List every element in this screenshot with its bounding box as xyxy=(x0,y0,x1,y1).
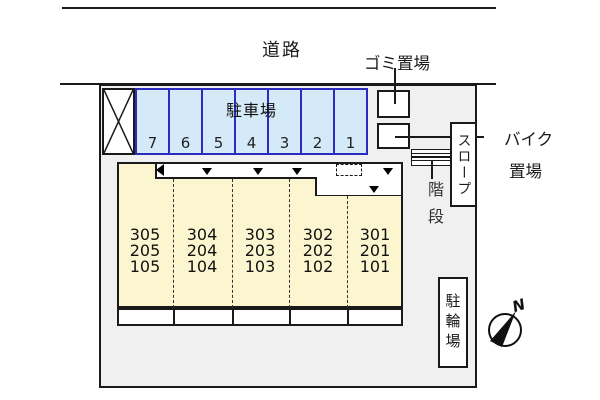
bike-label-line1: バイク xyxy=(503,130,554,149)
unit-number-column: 303 203 103 xyxy=(231,227,289,275)
parking-stall: 5 xyxy=(201,90,234,153)
unit-number-column: 301 201 101 xyxy=(346,227,404,275)
stall-number: 5 xyxy=(213,134,224,152)
balcony-divider xyxy=(289,310,291,324)
unit-separator xyxy=(173,179,174,308)
parking-stall: 1 xyxy=(333,90,366,153)
unit-number-column: 302 202 102 xyxy=(289,227,347,275)
stall-number: 2 xyxy=(312,134,323,152)
unit-number-column: 305 205 105 xyxy=(116,227,174,275)
balcony-divider xyxy=(347,310,349,324)
unit-number: 101 xyxy=(359,257,391,276)
crossed-area-box xyxy=(102,88,135,155)
corridor-left-edge xyxy=(155,164,157,177)
bicycle-parking-label: 駐輪場 xyxy=(443,292,462,353)
road-label: 道路 xyxy=(262,40,302,61)
bike-area-label: バイク 置場 xyxy=(483,116,553,196)
unit-number: 202 xyxy=(302,241,334,260)
stairs-label: 階段 xyxy=(425,181,444,235)
parking-stall: 6 xyxy=(168,90,201,153)
door-arrow-icon xyxy=(253,168,263,175)
stall-number: 1 xyxy=(345,134,356,152)
corridor-bottom-edge xyxy=(155,177,315,179)
parking-stall: 7 xyxy=(137,90,168,153)
corridor-upper xyxy=(155,164,401,177)
door-arrow-icon xyxy=(202,168,212,175)
unit-number: 203 xyxy=(244,241,276,260)
unit-number: 105 xyxy=(129,257,161,276)
unit-number: 205 xyxy=(129,241,161,260)
garbage-area-label: ゴミ置場 xyxy=(364,54,430,73)
parking-lot: 7 6 5 4 3 2 1 xyxy=(135,88,368,155)
bicycle-parking-box: 駐輪場 xyxy=(438,277,468,368)
stall-number: 7 xyxy=(147,134,158,152)
balcony-row xyxy=(117,308,403,326)
stairs-leader-line xyxy=(431,161,433,179)
corridor-lower-right xyxy=(315,177,401,195)
stair-step-line xyxy=(412,152,450,154)
unit-number: 303 xyxy=(244,225,276,244)
stall-number: 4 xyxy=(246,134,257,152)
entrance-dashed-box xyxy=(336,164,362,176)
bike-label-line2: 置場 xyxy=(508,162,542,181)
stall-number: 3 xyxy=(279,134,290,152)
slope-label: スロープ xyxy=(455,132,472,197)
stairs-box xyxy=(411,149,451,166)
unit-number: 301 xyxy=(359,225,391,244)
compass: N xyxy=(488,295,528,347)
road-upper-edge-line xyxy=(62,7,496,9)
stair-step-line xyxy=(412,159,450,161)
unit-number: 302 xyxy=(302,225,334,244)
garbage-leader-line xyxy=(394,68,396,104)
slope-box: スロープ xyxy=(450,122,477,207)
unit-separator xyxy=(347,196,348,308)
parking-lot-label: 駐車場 xyxy=(225,101,277,120)
unit-number: 201 xyxy=(359,241,391,260)
door-arrow-icon xyxy=(292,168,302,175)
unit-number: 204 xyxy=(186,241,218,260)
unit-number-column: 304 204 104 xyxy=(173,227,231,275)
stair-step-line xyxy=(412,156,450,158)
parking-stall: 4 xyxy=(234,90,267,153)
parking-stall: 3 xyxy=(267,90,300,153)
corridor-right-bottom-edge xyxy=(315,194,401,196)
unit-separator xyxy=(232,179,233,308)
unit-number: 102 xyxy=(302,257,334,276)
compass-needle-icon xyxy=(490,311,516,347)
balcony-divider xyxy=(232,310,234,324)
compass-north-label: N xyxy=(510,295,528,316)
corridor-arrow-left-icon xyxy=(156,164,164,176)
stall-number: 6 xyxy=(180,134,191,152)
door-arrow-icon xyxy=(369,186,379,193)
corridor-step-edge xyxy=(315,177,317,196)
door-arrow-icon xyxy=(383,168,393,175)
unit-separator xyxy=(289,179,290,308)
unit-number: 103 xyxy=(244,257,276,276)
garbage-area-box xyxy=(377,90,410,118)
unit-number: 305 xyxy=(129,225,161,244)
unit-number: 304 xyxy=(186,225,218,244)
x-cross-icon xyxy=(104,90,133,153)
bike-leader-line xyxy=(395,136,484,138)
parking-stall: 2 xyxy=(300,90,333,153)
balcony-divider xyxy=(173,310,175,324)
unit-number: 104 xyxy=(186,257,218,276)
